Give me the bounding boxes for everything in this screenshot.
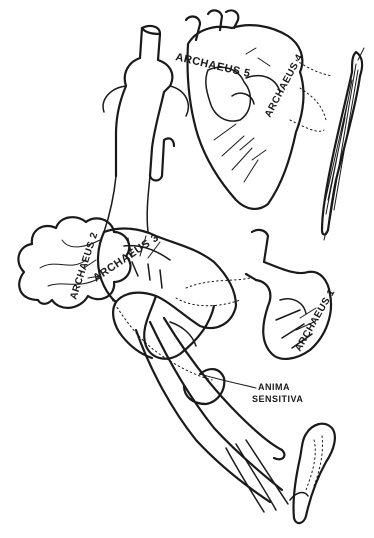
label-archaeus-5: ARCHAEUS 5 — [174, 51, 251, 80]
label-archaeus-4: ARCHAEUS 4 — [263, 52, 306, 119]
label-archaeus-2: ARCHAEUS 2 — [68, 231, 100, 301]
muscle-outline — [322, 48, 364, 240]
liver-outline — [246, 230, 331, 359]
heart-outline — [186, 10, 303, 209]
spleen-outline — [290, 424, 335, 523]
label-anima: ANIMA — [258, 382, 290, 392]
stomach-outline — [98, 229, 236, 358]
label-sensitiva: SENSITIVA — [252, 394, 303, 404]
descending-vessels — [136, 318, 288, 512]
nerve-stomach-to-liver — [176, 278, 250, 306]
